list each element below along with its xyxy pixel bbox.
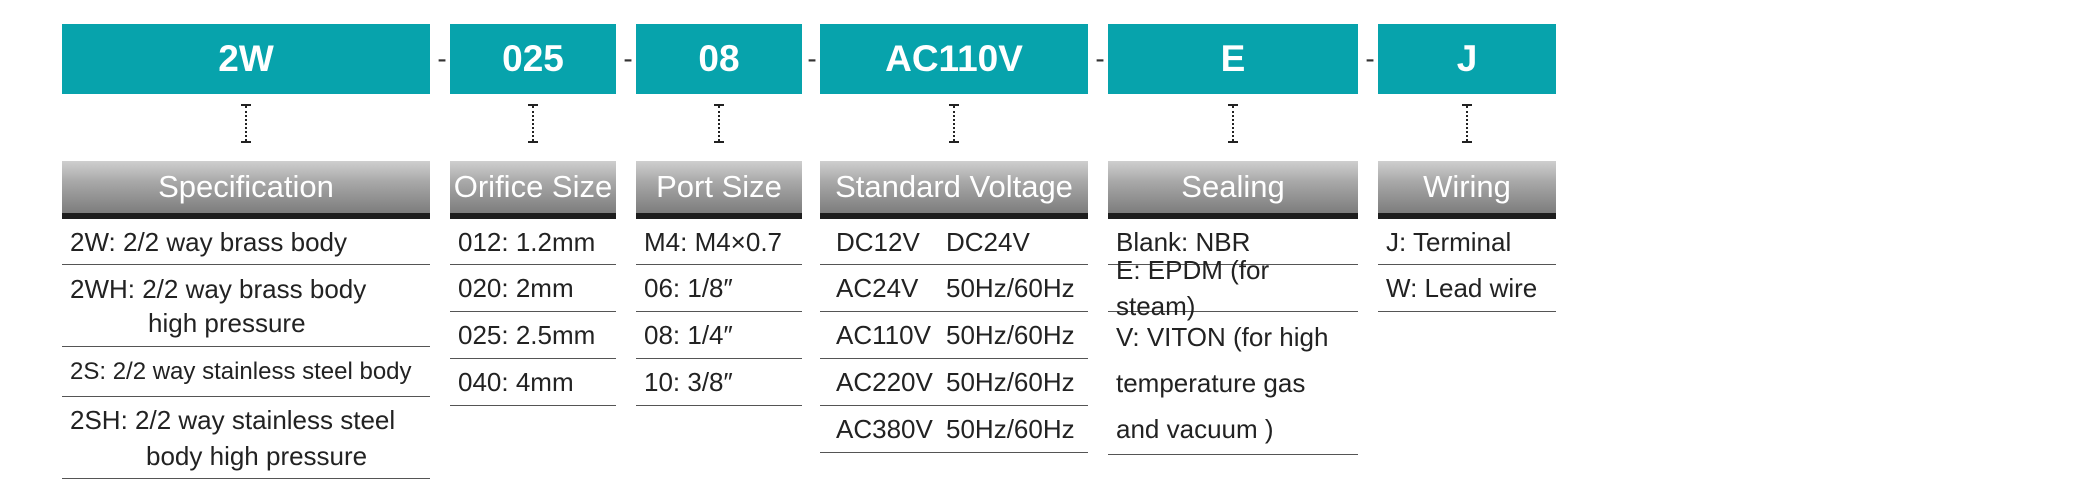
connector-orifice-size	[450, 94, 616, 154]
table-row: 040: 4mm	[450, 359, 616, 406]
code-box-port-size: 08	[636, 24, 802, 94]
column-wiring: J Wiring J: Terminal W: Lead wire	[1378, 24, 1556, 312]
table-row: W: Lead wire	[1378, 265, 1556, 312]
connector-specification	[62, 94, 430, 154]
code-box-orifice-size: 025	[450, 24, 616, 94]
header-standard-voltage: Standard Voltage	[820, 161, 1088, 219]
table-row: M4: M4×0.7	[636, 219, 802, 265]
connector-port-size	[636, 94, 802, 154]
separator: -	[1365, 43, 1375, 74]
table-row: Blank: NBR	[1108, 219, 1358, 265]
table-row: E: EPDM (for steam)	[1108, 255, 1358, 321]
table-row: 012: 1.2mm	[450, 219, 616, 265]
separator: -	[623, 43, 633, 74]
column-orifice-size: 025 Orifice Size 012: 1.2mm 020: 2mm 025…	[450, 24, 616, 406]
table-row: 2SH: 2/2 way stainless steel body high p…	[62, 397, 430, 479]
code-box-standard-voltage: AC110V	[820, 24, 1088, 94]
table-row: 020: 2mm	[450, 265, 616, 312]
table-row: 2W: 2/2 way brass body	[62, 219, 430, 265]
connector-sealing	[1108, 94, 1358, 154]
separator: -	[1095, 43, 1105, 74]
separator: -	[437, 43, 447, 74]
header-sealing: Sealing	[1108, 161, 1358, 219]
connector-wiring	[1378, 94, 1556, 154]
table-row: 2WH: 2/2 way brass body high pressure	[62, 265, 430, 347]
table-row: 025: 2.5mm	[450, 312, 616, 359]
table-row: J: Terminal	[1378, 219, 1556, 265]
header-wiring: Wiring	[1378, 161, 1556, 219]
column-specification: 2W Specification 2W: 2/2 way brass body …	[62, 24, 430, 479]
table-row: 2S: 2/2 way stainless steel body	[62, 347, 430, 397]
table-row: V: VITON (for high temperature gas and v…	[1108, 312, 1358, 455]
header-orifice-size: Orifice Size	[450, 161, 616, 219]
table-row: 10: 3/8″	[636, 359, 802, 406]
code-box-sealing: E	[1108, 24, 1358, 94]
header-port-size: Port Size	[636, 161, 802, 219]
code-box-wiring: J	[1378, 24, 1556, 94]
header-specification: Specification	[62, 161, 430, 219]
column-port-size: 08 Port Size M4: M4×0.7 06: 1/8″ 08: 1/4…	[636, 24, 802, 406]
table-row: 06: 1/8″	[636, 265, 802, 312]
separator: -	[807, 43, 817, 74]
connector-standard-voltage	[820, 94, 1088, 154]
code-box-specification: 2W	[62, 24, 430, 94]
table-row: 08: 1/4″	[636, 312, 802, 359]
column-sealing: E Sealing Blank: NBR E: EPDM (for steam)…	[1108, 24, 1358, 455]
